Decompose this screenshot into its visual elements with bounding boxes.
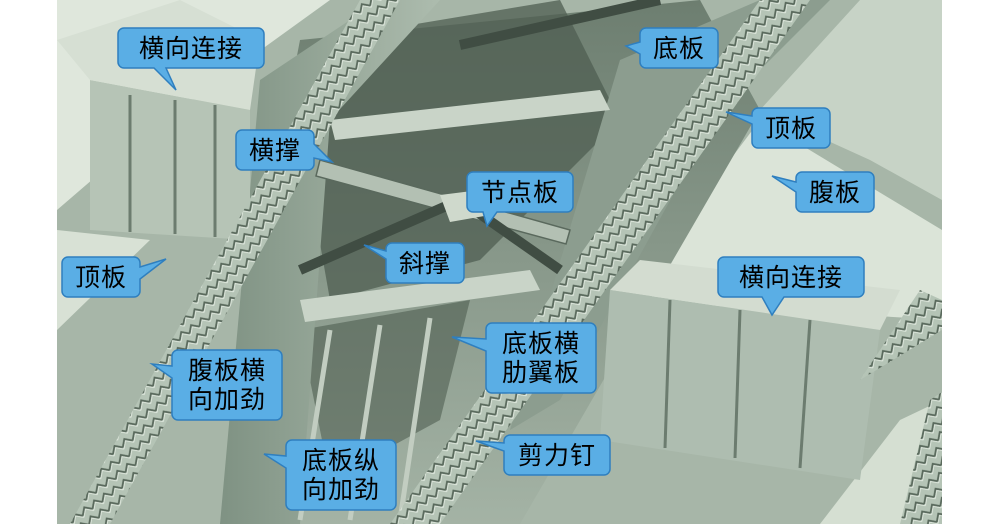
callout-bubble	[624, 27, 719, 69]
callout-bubble	[466, 171, 574, 228]
callout-label: 剪力钉	[517, 441, 596, 470]
callout-bubble	[235, 129, 335, 171]
callout-label: 斜撑	[398, 249, 451, 278]
shear-stud-strip-right	[860, 290, 942, 380]
callout-bubble	[149, 349, 283, 421]
stiffener-line	[798, 319, 812, 469]
callout-label: 腹板横 向加劲	[187, 356, 266, 414]
shear-stud-strip-lower-right	[900, 392, 942, 524]
callout-bubble	[725, 107, 831, 149]
callout-bubble	[363, 242, 465, 284]
callout-bubble	[717, 256, 865, 317]
stiffener-line	[663, 299, 672, 449]
callout-label: 底板纵 向加劲	[301, 446, 380, 504]
callout-label: 底板横 肋翼板	[501, 329, 580, 387]
callout-label: 节点板	[480, 178, 559, 207]
callout-label: 顶板	[764, 114, 817, 143]
callout-bubble	[263, 439, 397, 511]
callout-bubble	[475, 434, 611, 476]
callout-label: 横撑	[248, 136, 301, 165]
bottom-transverse-rib-lower	[300, 270, 540, 322]
stiffener-line	[733, 309, 742, 459]
floor-shadow	[300, 0, 620, 300]
callout-label: 腹板	[808, 178, 861, 207]
callout-label: 底板	[652, 34, 705, 63]
callout-label: 顶板	[74, 263, 127, 292]
longitudinal-stiffener	[397, 317, 433, 521]
callout-bubble	[117, 27, 265, 91]
diagonal-brace-member	[458, 0, 662, 50]
diagonal-brace-member	[297, 195, 463, 275]
top-plate-upper-right	[760, 0, 942, 200]
shear-stud-strip-left	[70, 0, 400, 524]
callout-bubble	[451, 322, 597, 394]
callout-bubble	[771, 171, 875, 213]
callout-label: 横向连接	[738, 263, 843, 292]
bottom-transverse-rib-upper	[330, 90, 610, 140]
callout-bubble	[61, 256, 167, 298]
callout-label: 横向连接	[138, 34, 243, 63]
